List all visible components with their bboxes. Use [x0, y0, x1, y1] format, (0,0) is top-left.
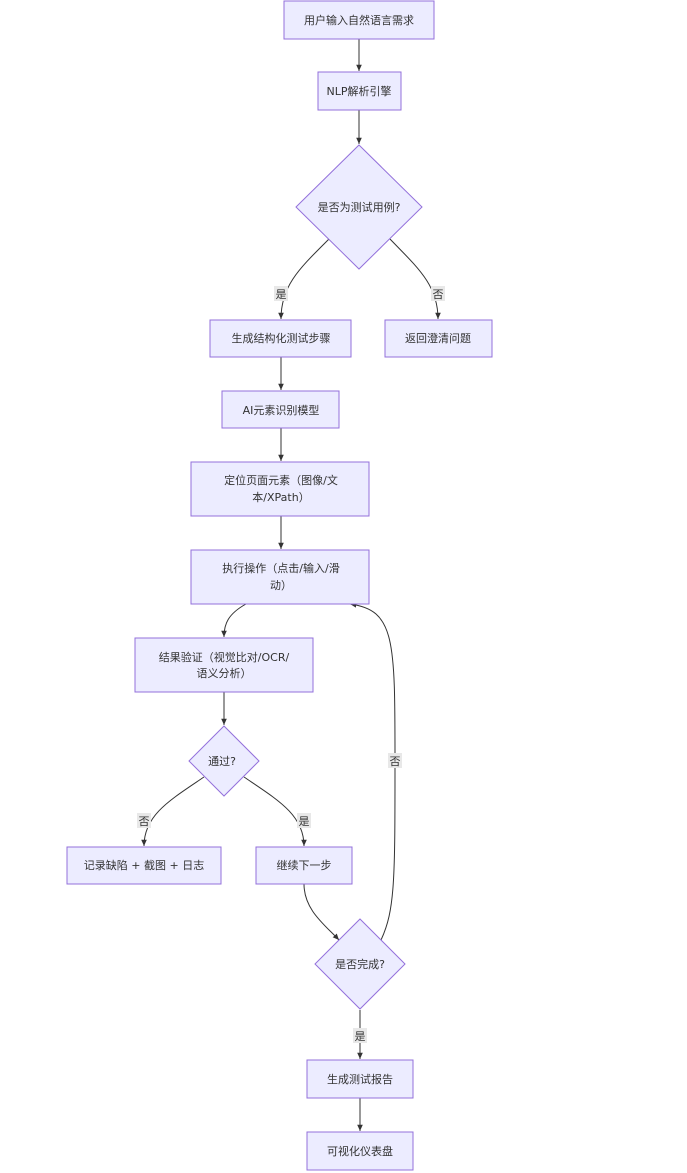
node-label: 记录缺陷 + 截图 + 日志	[84, 858, 204, 872]
node-locate-elements: 定位页面元素（图像/文 本/XPath）	[190, 461, 370, 517]
node-label: AI元素识别模型	[243, 403, 320, 417]
node-ai-recognition-model: AI元素识别模型	[221, 390, 340, 429]
edge-label-text: 否	[139, 815, 150, 828]
node-label: 定位页面元素（图像/文	[224, 473, 338, 487]
node-label: 生成结构化测试步骤	[232, 331, 331, 345]
edge-label-text: 否	[390, 755, 401, 768]
node-label: 继续下一步	[277, 858, 332, 872]
edge-execute-verify	[221, 603, 247, 638]
edge-label-is-test-yes: 是	[274, 286, 288, 301]
edge-decision-gen-steps	[278, 237, 331, 320]
node-label: NLP解析引擎	[327, 84, 392, 98]
node-user-input: 用户输入自然语言需求	[283, 0, 435, 40]
edge-done-execute	[349, 602, 396, 941]
node-execute-action: 执行操作（点击/输入/滑 动）	[190, 549, 370, 605]
node-label: 语义分析）	[197, 666, 252, 680]
edge-label-done-no: 否	[388, 753, 402, 768]
node-label: 是否完成?	[335, 957, 385, 971]
node-label: 通过?	[208, 755, 236, 768]
node-record-defect: 记录缺陷 + 截图 + 日志	[66, 846, 222, 885]
node-label: 动）	[270, 579, 292, 592]
decision-passed: 通过?	[188, 725, 260, 797]
node-generate-steps: 生成结构化测试步骤	[209, 319, 352, 358]
edge-label-passed-no: 否	[137, 813, 151, 828]
node-continue-next: 继续下一步	[255, 846, 353, 885]
node-generate-report: 生成测试报告	[306, 1059, 414, 1099]
node-verify-result: 结果验证（视觉比对/OCR/ 语义分析）	[134, 637, 314, 693]
node-dashboard: 可视化仪表盘	[306, 1131, 414, 1171]
decision-is-test-case: 是否为测试用例?	[295, 144, 423, 270]
edge-label-done-yes: 是	[353, 1028, 367, 1043]
edge-next-done	[303, 883, 340, 941]
node-label: 结果验证（视觉比对/OCR/	[159, 650, 290, 664]
node-label: 生成测试报告	[327, 1072, 393, 1086]
node-label: 用户输入自然语言需求	[304, 13, 414, 27]
edge-label-is-test-no: 否	[431, 286, 445, 301]
node-label: 可视化仪表盘	[327, 1144, 393, 1158]
node-label: 本/XPath）	[252, 490, 309, 504]
edge-label-text: 是	[355, 1030, 366, 1043]
node-nlp-engine: NLP解析引擎	[317, 71, 402, 111]
edge-passed-next	[243, 776, 307, 847]
edge-label-text: 是	[299, 815, 310, 828]
edge-passed-record	[141, 776, 205, 847]
decision-is-done: 是否完成?	[314, 918, 406, 1010]
edge-label-text: 是	[276, 288, 287, 301]
edge-label-text: 否	[433, 288, 444, 301]
node-return-clarify: 返回澄清问题	[384, 319, 493, 358]
node-label: 执行操作（点击/输入/滑	[222, 561, 339, 575]
node-label: 是否为测试用例?	[318, 200, 401, 214]
edge-decision-clarify	[388, 237, 441, 320]
edge-label-passed-yes: 是	[297, 813, 311, 828]
node-label: 返回澄清问题	[405, 331, 471, 345]
